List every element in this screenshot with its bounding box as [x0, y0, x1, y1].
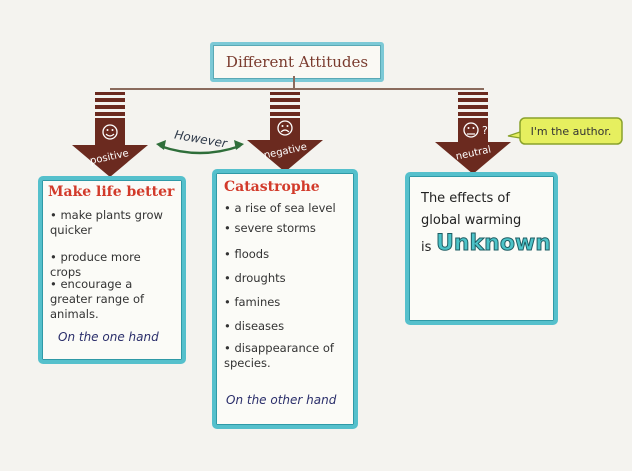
negative-item-5: • famines — [224, 295, 281, 309]
negative-item-1: • a rise of sea level — [224, 201, 336, 215]
svg-text:?: ? — [482, 124, 488, 137]
positive-box: Make life better • make plants grow quic… — [38, 176, 186, 364]
neutral-is: is — [421, 240, 432, 255]
neutral-statement: The effects of global warming — [421, 191, 522, 228]
neutral-question-icon — [463, 122, 479, 138]
negative-box: Catastrophe • a rise of sea level • seve… — [212, 169, 358, 429]
negative-heading: Catastrophe — [224, 179, 320, 195]
neutral-unknown: Unknown — [436, 231, 552, 257]
negative-item-7: • disappearance of species. — [224, 341, 334, 370]
negative-item-3: • floods — [224, 247, 270, 261]
title-connector — [293, 76, 295, 89]
smile-icon — [102, 124, 118, 140]
speech-text: I'm the author. — [531, 125, 612, 138]
neutral-arrow: ? — [435, 92, 511, 174]
positive-footer: On the one hand — [58, 330, 159, 344]
diagram-title: Different Attitudes — [225, 53, 369, 71]
negative-item-6: • diseases — [224, 319, 285, 333]
negative-footer: On the other hand — [226, 393, 337, 407]
frown-icon — [277, 120, 293, 136]
speech-bubble: I'm the author. — [507, 117, 623, 145]
positive-item-2: • produce more crops — [50, 250, 141, 279]
positive-heading: Make life better — [48, 184, 175, 200]
positive-item-3: • encourage a greater range of animals. — [50, 277, 145, 321]
however-connector — [156, 140, 244, 155]
top-connector-line — [110, 88, 484, 90]
however-label: However — [173, 128, 229, 151]
negative-item-4: • droughts — [224, 271, 286, 285]
positive-item-1: • make plants grow quicker — [50, 208, 163, 237]
title-box: Different Attitudes — [210, 42, 384, 82]
positive-arrow — [72, 92, 148, 177]
negative-item-2: • severe storms — [224, 221, 316, 235]
negative-arrow — [247, 92, 323, 172]
neutral-box: The effects of global warming is Unknown — [405, 172, 558, 325]
